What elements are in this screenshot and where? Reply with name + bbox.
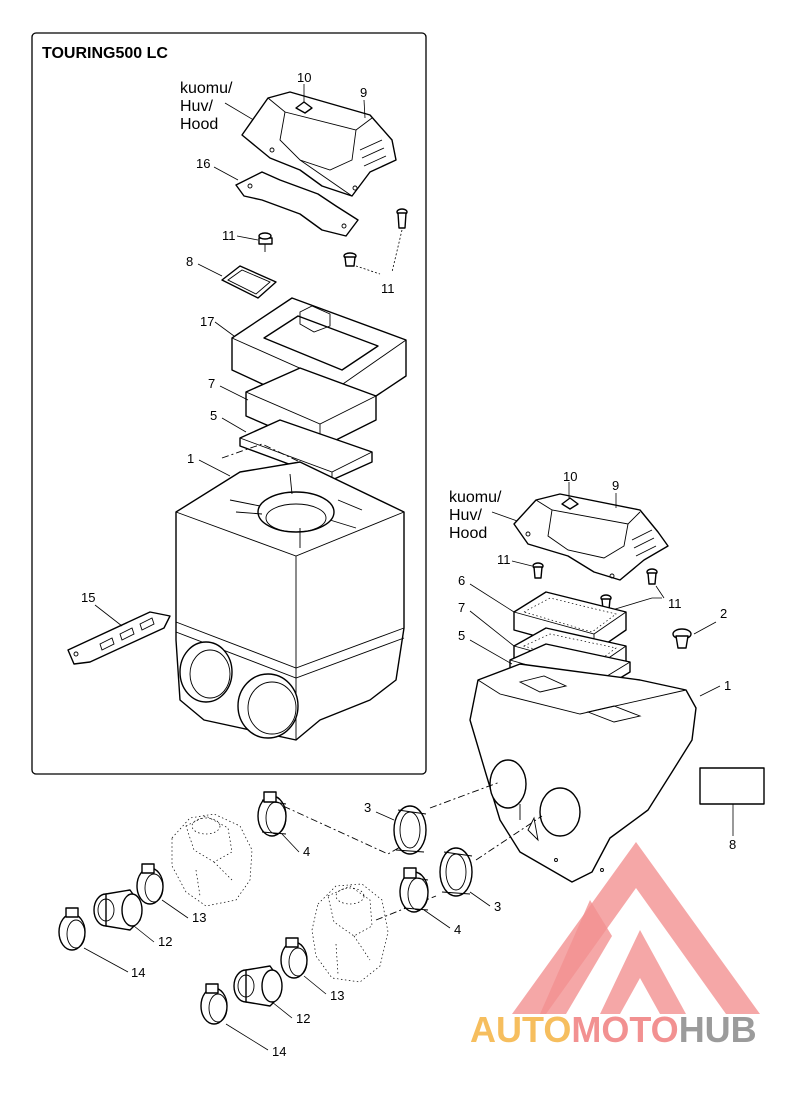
main-hood-cover (513, 493, 669, 581)
main-callout-8: 8 (729, 837, 736, 852)
inset-screw-right-b (343, 252, 357, 267)
main-clamp-outer-upper (58, 907, 86, 951)
inset-hood-label-line-1: kuomu/ (180, 80, 233, 97)
main-clamp-lower (399, 867, 429, 913)
main-silencer (469, 663, 697, 883)
main-grommet-right (439, 847, 473, 897)
inset-screw-left (258, 232, 273, 252)
main-callout-5: 5 (458, 628, 465, 643)
main-callout-13-lower: 13 (330, 988, 344, 1003)
main-callout-2: 2 (720, 606, 727, 621)
main-hood-label-line-3: Hood (449, 525, 487, 542)
inset-hood-cover (241, 91, 397, 197)
main-hood-label-line-1: kuomu/ (449, 489, 502, 506)
main-grommet-left (393, 805, 427, 855)
main-boot-lower (233, 965, 283, 1007)
main-callout-12-lower: 12 (296, 1011, 310, 1026)
main-callout-14-lower: 14 (272, 1044, 286, 1059)
main-clamp-upper (257, 791, 287, 837)
main-callout-4-upper: 4 (303, 844, 310, 859)
watermark-moto: MOTO (571, 1009, 678, 1050)
inset-plate (235, 171, 359, 237)
main-callout-13-upper: 13 (192, 910, 206, 925)
main-callout-11: 11 (497, 552, 511, 567)
touring-inset-panel: TOURING500 LC kuomu/ Huv/ Hood 10 9 (31, 32, 427, 775)
inset-hood-label-line-3: Hood (180, 116, 218, 133)
main-callout-12-upper: 12 (158, 934, 172, 949)
inset-callout-9: 9 (360, 85, 367, 100)
inset-callout-5: 5 (210, 408, 217, 423)
main-screw-b (646, 568, 658, 585)
inset-callout-8: 8 (186, 254, 193, 269)
main-hood-label: kuomu/ Huv/ Hood (449, 489, 521, 542)
main-boot-upper (93, 889, 143, 931)
main-emblem (561, 482, 579, 510)
inset-callout-17: 17 (200, 314, 214, 329)
main-rivet (672, 628, 692, 649)
main-callout-4-lower: 4 (454, 922, 461, 937)
watermark-auto: AUTO (470, 1009, 571, 1050)
main-callout-11-pair: 11 (668, 596, 682, 611)
inset-hood-label: kuomu/ Huv/ Hood (180, 80, 263, 133)
inset-callout-7: 7 (208, 376, 215, 391)
main-callout-6: 6 (458, 573, 465, 588)
inset-callout-10: 10 (297, 70, 311, 85)
main-carburetor-upper (171, 813, 253, 907)
inset-callout-11-right: 11 (381, 281, 395, 296)
main-callout-9: 9 (612, 478, 619, 493)
main-assembly: kuomu/ Huv/ Hood 10 9 11 (58, 469, 765, 1059)
inset-filter-screen (239, 419, 373, 481)
watermark-logo-triangle (512, 842, 760, 1014)
inset-hood-label-line-2: Huv/ (180, 98, 213, 115)
main-callout-7: 7 (458, 600, 465, 615)
inset-callout-11-left: 11 (222, 228, 236, 243)
automotohub-watermark: AUTOMOTOHUB (470, 842, 760, 1050)
inset-silencer (175, 443, 405, 741)
main-hood-label-line-2: Huv/ (449, 507, 482, 524)
inset-callout-16: 16 (196, 156, 210, 171)
inset-title: TOURING500 LC (42, 45, 168, 62)
inset-emblem (295, 84, 313, 114)
main-callout-10: 10 (563, 469, 577, 484)
watermark-hub: HUB (679, 1009, 757, 1050)
main-carb-clamp-upper (136, 863, 164, 905)
inset-callout-1: 1 (187, 451, 194, 466)
watermark-wordmark: AUTOMOTOHUB (470, 1009, 757, 1050)
main-clamp-outer-lower (200, 983, 228, 1025)
main-callout-3-left: 3 (364, 800, 371, 815)
main-screw-c (600, 594, 612, 611)
inset-callout-15: 15 (81, 590, 95, 605)
main-sticker (699, 767, 765, 836)
main-carb-clamp-lower (280, 937, 308, 979)
main-callout-1: 1 (724, 678, 731, 693)
main-screw-a (532, 562, 544, 579)
inset-screw-right-a (396, 208, 408, 229)
inset-frame (31, 32, 427, 775)
inset-gasket (221, 265, 277, 299)
main-callout-3-right: 3 (494, 899, 501, 914)
main-carburetor-lower (311, 883, 389, 983)
inset-strap (67, 611, 171, 665)
main-callout-14-upper: 14 (131, 965, 145, 980)
